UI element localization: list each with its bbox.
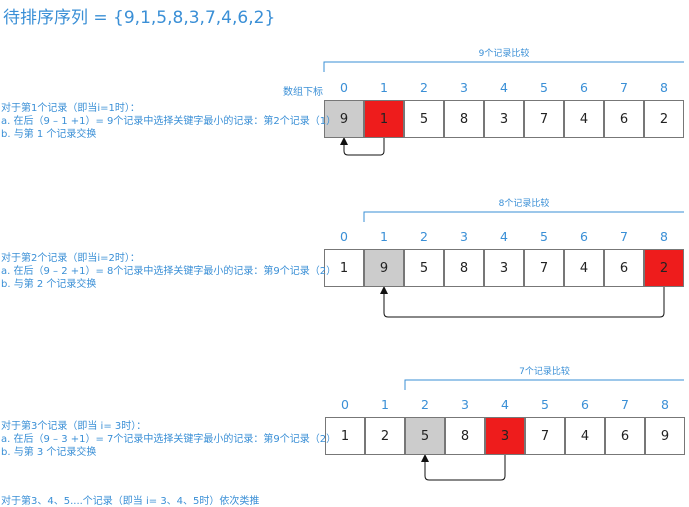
index-label: 数组下标 [283,87,323,98]
compare-range-label: 7个记录比较 [519,367,570,377]
step-note: a. 在后（9 – 2 +1）= 8个记录中选择关键字最小的记录：第9个记录（2… [1,266,337,277]
array-index: 8 [660,80,668,95]
step-note: a. 在后（9 – 3 +1）= 7个记录中选择关键字最小的记录：第9个记录（2… [1,434,337,445]
step-note: b. 与第 1 个记录交换 [1,129,97,140]
compare-range-bracket [323,61,684,72]
array-cell: 6 [605,417,645,455]
compare-range-bracket [363,211,684,222]
array-index: 7 [620,80,628,95]
array-cell: 6 [604,249,644,287]
min-record-cell: 2 [644,249,684,287]
array-index: 1 [381,397,389,412]
array-cell: 7 [524,249,564,287]
page-title: 待排序序列 = {9,1,5,8,3,7,4,6,2} [3,8,276,28]
step-note: 对于第2个记录（即当i=2时）： [1,253,140,264]
step-note: a. 在后（9 – 1 +1）= 9个记录中选择关键字最小的记录：第2个记录（1… [1,116,337,127]
array-cell: 8 [445,417,485,455]
array-index: 4 [501,397,509,412]
array-cell: 2 [365,417,405,455]
step-note: b. 与第 2 个记录交换 [1,279,97,290]
array-index: 2 [420,80,428,95]
array-index: 4 [500,80,508,95]
array-index: 4 [500,229,508,244]
min-record-cell: 1 [364,100,404,138]
array-cell: 5 [404,249,444,287]
array-cell: 6 [604,100,644,138]
swap-arrow [340,137,385,156]
array-index: 6 [581,397,589,412]
array-index: 6 [580,229,588,244]
array-cell: 5 [404,100,444,138]
footer-note: 对于第3、4、5....个记录（即当 i= 3、4、5时）依次类推 [1,496,260,507]
step-note: 对于第3个记录（即当 i= 3时）： [1,421,147,432]
array-index: 2 [421,397,429,412]
array-index: 5 [540,229,548,244]
min-record-cell: 3 [485,417,525,455]
current-record-cell: 9 [324,100,364,138]
array-index: 6 [580,80,588,95]
current-record-cell: 9 [364,249,404,287]
array-cell: 8 [444,100,484,138]
array-index: 0 [340,229,348,244]
array-cell: 7 [525,417,565,455]
compare-range-label: 8个记录比较 [498,199,550,209]
current-record-cell: 5 [405,417,445,455]
array-cell: 4 [565,417,605,455]
compare-range-label: 9个记录比较 [478,49,530,59]
array-index: 5 [540,80,548,95]
array-index: 0 [341,397,349,412]
array-cell: 1 [324,249,364,287]
step-note: b. 与第 3 个记录交换 [1,447,97,458]
array-index: 3 [460,229,468,244]
array-index: 7 [620,229,628,244]
array-index: 5 [541,397,549,412]
array-cell: 4 [564,100,604,138]
array-cell: 9 [645,417,685,455]
array-cell: 4 [564,249,604,287]
array-cell: 2 [644,100,684,138]
array-index: 7 [621,397,629,412]
array-index: 3 [460,80,468,95]
array-cell: 8 [444,249,484,287]
array-cell: 1 [325,417,365,455]
compare-range-bracket [404,379,684,390]
array-index: 1 [380,229,388,244]
array-cell: 3 [484,100,524,138]
array-cell: 3 [484,249,524,287]
array-index: 0 [340,80,348,95]
array-index: 3 [461,397,469,412]
swap-arrow [421,454,506,481]
array-index: 8 [660,229,668,244]
array-index: 8 [661,397,669,412]
swap-arrow [380,286,665,318]
step-note: 对于第1个记录（即当i=1时）： [1,103,140,114]
array-cell: 7 [524,100,564,138]
array-index: 1 [380,80,388,95]
array-index: 2 [420,229,428,244]
